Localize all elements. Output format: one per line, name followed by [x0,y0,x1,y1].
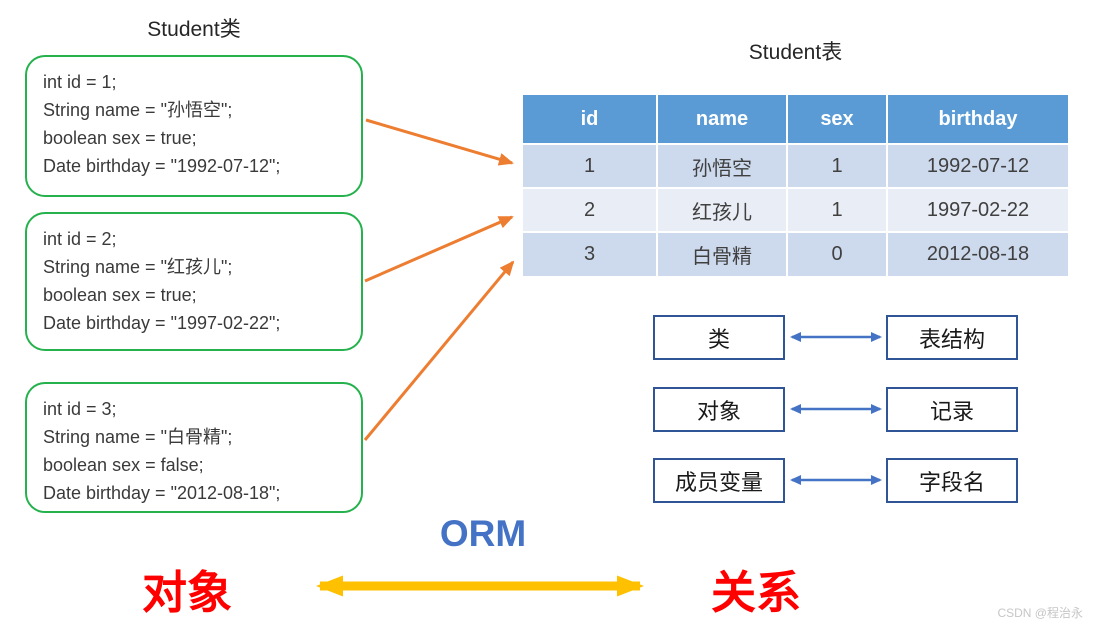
relation-side-label: 关系 [711,567,802,618]
code-line: String name = "红孩儿"; [43,257,233,277]
orm-title: ORM [439,513,527,554]
watermark: CSDN @程治永 [997,606,1083,620]
table-cell: 2012-08-18 [888,233,1068,276]
map-box-class: 类 [653,315,785,360]
table-cell: 红孩儿 [658,189,786,231]
code-line: int id = 1; [43,72,117,92]
arrow-object3-to-row3-icon [363,260,515,441]
student-object-box-3: int id = 3; String name = "白骨精"; boolean… [25,382,363,513]
code-line: boolean sex = false; [43,455,204,475]
code-line: String name = "孙悟空"; [43,100,233,120]
table-cell: 3 [523,233,656,276]
table-cell: 孙悟空 [658,145,786,187]
code-line: boolean sex = true; [43,128,197,148]
table-cell: 1992-07-12 [888,145,1068,187]
code-line: Date birthday = "1997-02-22"; [43,313,281,333]
map-box-record: 记录 [886,387,1018,432]
table-header-cell: name [658,95,786,143]
student-object-box-1: int id = 1; String name = "孙悟空"; boolean… [25,55,363,197]
table-header-cell: sex [788,95,886,143]
table-cell: 1997-02-22 [888,189,1068,231]
table-cell: 2 [523,189,656,231]
code-line: Date birthday = "2012-08-18"; [43,483,281,503]
map-box-table-schema: 表结构 [886,315,1018,360]
code-line: int id = 3; [43,399,117,419]
object-side-label: 对象 [142,567,233,618]
code-line: Date birthday = "1992-07-12"; [43,156,281,176]
student-object-box-2: int id = 2; String name = "红孩儿"; boolean… [25,212,363,351]
map-box-member-var: 成员变量 [653,458,785,503]
table-cell: 1 [788,189,886,231]
code-line: String name = "白骨精"; [43,427,233,447]
table-header-cell: birthday [888,95,1068,143]
table-section-title: Student表 [748,41,843,64]
code-line: int id = 2; [43,229,117,249]
map-box-object: 对象 [653,387,785,432]
map-box-field-name: 字段名 [886,458,1018,503]
table-cell: 0 [788,233,886,276]
table-cell: 1 [523,145,656,187]
class-section-title: Student类 [147,18,241,41]
student-table: id name sex birthday 1 孙悟空 1 1992-07-12 … [523,95,1068,276]
table-cell: 1 [788,145,886,187]
arrow-object1-to-row1-icon [365,118,514,166]
table-cell: 白骨精 [658,233,786,276]
table-header-cell: id [523,95,656,143]
arrow-object2-to-row2-icon [364,215,514,283]
code-line: boolean sex = true; [43,285,197,305]
